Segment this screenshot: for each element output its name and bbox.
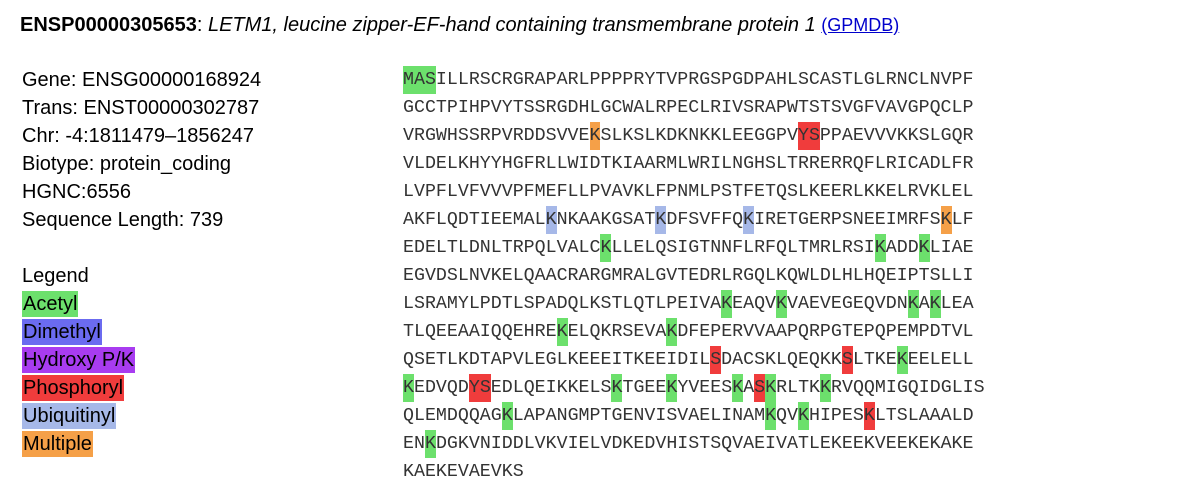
- modified-residue: K: [874, 234, 886, 262]
- modified-residue: K: [776, 290, 788, 318]
- modified-residue: MAS: [403, 66, 436, 94]
- biotype: Biotype: protein_coding: [22, 153, 232, 175]
- sequence-line: VRGWHSSRPVRDDSVVEKSLKSLKDKNKKLEEGGPVYSPP…: [403, 122, 985, 150]
- modified-residue: K: [556, 318, 568, 346]
- sequence-line: EGVDSLNVKELQAACRARGMRALGVTEDRLRGQLKQWLDL…: [403, 266, 974, 286]
- gpmdb-link[interactable]: (GPMDB): [821, 15, 900, 35]
- sequence-line: GCCTPIHPVYTSSRGDHLGCWALRPECLRIVSRAPWTSTS…: [403, 98, 974, 118]
- modified-residue: K: [721, 290, 733, 318]
- legend-item-multiple: Multiple: [22, 431, 93, 457]
- modified-residue: K: [765, 402, 777, 430]
- modified-residue: K: [907, 290, 919, 318]
- modified-residue: S: [841, 346, 853, 374]
- transcript-id: Trans: ENST00000302787: [22, 97, 260, 119]
- sequence-line: LSRAMYLPDTLSPADQLKSTLQTLPEIVAKEAQVKVAEVE…: [403, 290, 985, 318]
- sequence-length: Sequence Length: 739: [22, 209, 224, 231]
- modified-residue: S: [710, 346, 722, 374]
- info-panel: Gene: ENSG00000168924 Trans: ENST0000030…: [22, 66, 261, 234]
- modified-residue: YS: [797, 122, 820, 150]
- modified-residue: K: [743, 206, 755, 234]
- modified-residue: K: [545, 206, 557, 234]
- sequence-line: QSETLKDTAPVLEGLKEEEITKEEIDILSDACSKLQEQKK…: [403, 346, 985, 374]
- legend-item-acetyl: Acetyl: [22, 291, 79, 317]
- modified-residue: K: [929, 290, 941, 318]
- sequence-display: MASILLRSCRGRAPARLPPPPRYTVPRGSPGDPAHLSCAS…: [403, 66, 985, 486]
- modified-residue: K: [501, 402, 513, 430]
- legend-title: Legend: [22, 265, 89, 287]
- legend-item-ubiquitinyl: Ubiquitinyl: [22, 403, 117, 429]
- sequence-line: AKFLQDTIEEMALKNKAAKGSATKDFSVFFQKIRETGERP…: [403, 206, 985, 234]
- title-separator: :: [196, 14, 208, 36]
- modified-residue: YS: [468, 374, 491, 402]
- sequence-line: QLEMDQQAGKLAPANGMPTGENVISVAELINAMKQVKHIP…: [403, 402, 985, 430]
- sequence-line: LVPFLVFVVVPFMEFLLPVAVKLFPNMLPSTFETQSLKEE…: [403, 182, 974, 202]
- chromosome-location: Chr: -4:1811479–1856247: [22, 125, 255, 147]
- modified-residue: K: [655, 206, 667, 234]
- modified-residue: K: [940, 206, 952, 234]
- protein-id: ENSP00000305653: [20, 14, 197, 36]
- modified-residue: K: [424, 430, 436, 458]
- modified-residue: K: [403, 374, 414, 402]
- page-title: ENSP00000305653: LETM1, leucine zipper-E…: [20, 12, 899, 38]
- sequence-line: EDELTLDNLTRPQLVALCKLLELQSIGTNNFLRFQLTMRL…: [403, 234, 985, 262]
- modified-residue: K: [666, 374, 678, 402]
- gene-id: Gene: ENSG00000168924: [22, 69, 262, 91]
- modified-residue: K: [600, 234, 612, 262]
- modified-residue: K: [666, 318, 678, 346]
- legend-item-hydroxy-p-k: Hydroxy P/K: [22, 347, 136, 373]
- sequence-line: TLQEEAAIQQEHREKELQKRSEVAKDFEPERVVAAPQRPG…: [403, 318, 985, 346]
- legend-item-dimethyl: Dimethyl: [22, 319, 102, 345]
- modified-residue: K: [918, 234, 930, 262]
- sequence-line: MASILLRSCRGRAPARLPPPPRYTVPRGSPGDPAHLSCAS…: [403, 66, 985, 94]
- sequence-line: KEDVQDYSEDLQEIKKELSKTGEEKYVEESKASKRLTKKR…: [403, 374, 985, 402]
- sequence-line: ENKDGKVNIDDLVKVIELVDKEDVHISTSQVAEIVATLEK…: [403, 430, 985, 458]
- modified-residue: S: [754, 374, 766, 402]
- modified-residue: K: [798, 402, 809, 430]
- legend-item-phosphoryl: Phosphoryl: [22, 375, 125, 401]
- modified-residue: K: [765, 374, 777, 402]
- modified-residue: K: [820, 374, 832, 402]
- modified-residue: K: [589, 122, 601, 150]
- modified-residue: K: [896, 346, 908, 374]
- sequence-line: VLDELKHYYHGFRLLWIDTKIAARMLWRILNGHSLTRRER…: [403, 154, 974, 174]
- modified-residue: K: [732, 374, 744, 402]
- sequence-line: KAEKEVAEVKS: [403, 462, 524, 482]
- protein-description: LETM1, leucine zipper-EF-hand containing…: [207, 14, 816, 36]
- hgnc-id: HGNC:6556: [22, 181, 131, 203]
- modified-residue: K: [611, 374, 623, 402]
- modified-residue: K: [863, 402, 875, 430]
